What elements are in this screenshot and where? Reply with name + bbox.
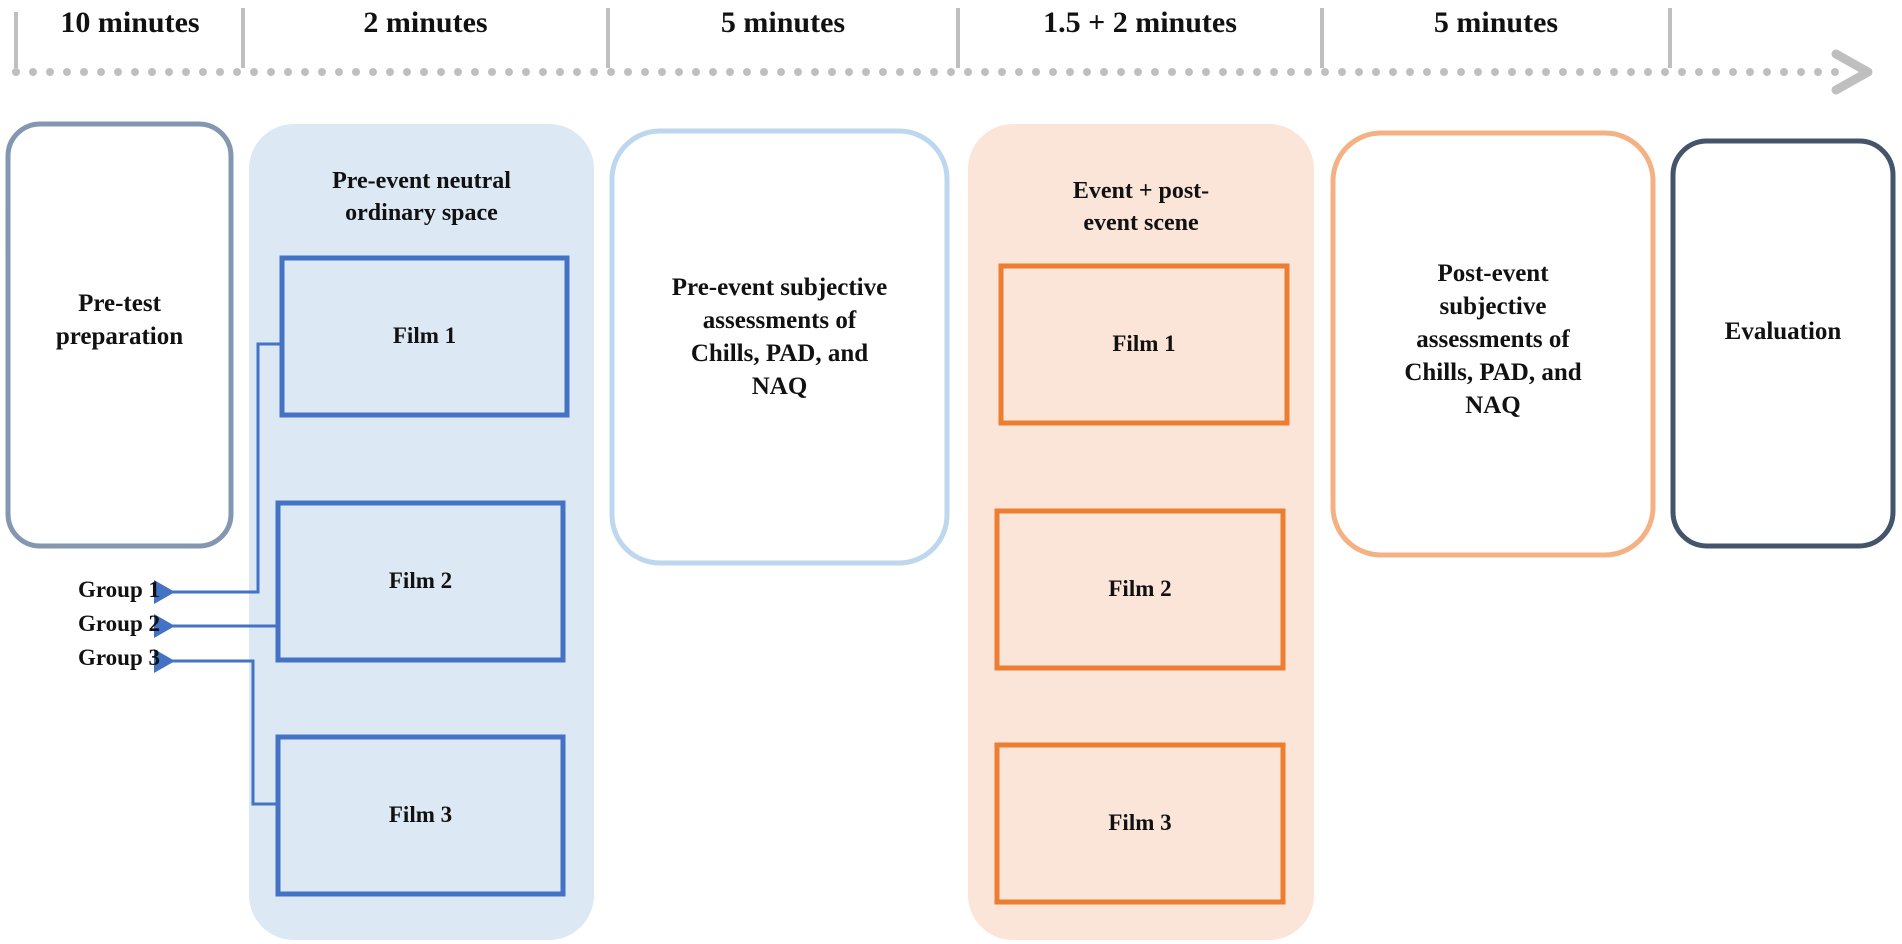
event-film-2-box	[994, 508, 1286, 671]
group-3-connector	[154, 649, 278, 806]
pre-film-2-box	[275, 500, 566, 663]
timeline	[12, 8, 1873, 95]
evaluation-stage-box	[1670, 138, 1896, 549]
post-assessment-stage-box	[1330, 130, 1656, 558]
duration-label-pre-event: 2 minutes	[363, 6, 488, 39]
event-film-3-label: Film 3	[1108, 810, 1172, 836]
duration-label-pre-assessment: 5 minutes	[720, 6, 846, 39]
pre-assessment-stage-box	[609, 128, 950, 566]
event-film-2-label: Film 2	[1108, 576, 1172, 602]
group-2-label: Group 2	[77, 611, 160, 636]
pre-film-3-label: Film 3	[388, 802, 453, 828]
duration-label-pretest: 10 minutes	[60, 6, 200, 39]
group-1-label: Group 1	[77, 577, 160, 602]
pretest-stage-label: Pre-test preparation	[55, 290, 184, 350]
post-assessment-stage-label: Post-event subjective assessments of Chi…	[1404, 259, 1582, 419]
duration-label-post-assessment: 5 minutes	[1433, 6, 1559, 39]
pretest-stage-box	[5, 121, 234, 549]
event-film-1-box	[998, 263, 1290, 426]
pre-event-scene-heading: Pre-event neutral ordinary space	[332, 168, 511, 226]
pre-film-3-box	[275, 734, 566, 897]
duration-label-event: 1.5 + 2 minutes	[1043, 6, 1237, 39]
timeline-arrowhead	[1831, 49, 1873, 95]
event-film-1-label: Film 1	[1112, 331, 1176, 357]
event-scene-heading: Event + post- event scene	[1072, 178, 1210, 236]
pre-film-1-box	[279, 255, 570, 418]
evaluation-stage-label: Evaluation	[1724, 317, 1842, 345]
pre-assessment-stage-label: Pre-event subjective assessments of Chil…	[671, 274, 888, 400]
group-1-connector	[154, 342, 280, 604]
group-3-label: Group 3	[77, 645, 160, 670]
event-scene-panel	[968, 124, 1314, 940]
pre-film-2-label: Film 2	[388, 568, 453, 594]
pre-film-1-label: Film 1	[392, 323, 457, 349]
event-film-3-box	[994, 742, 1286, 905]
